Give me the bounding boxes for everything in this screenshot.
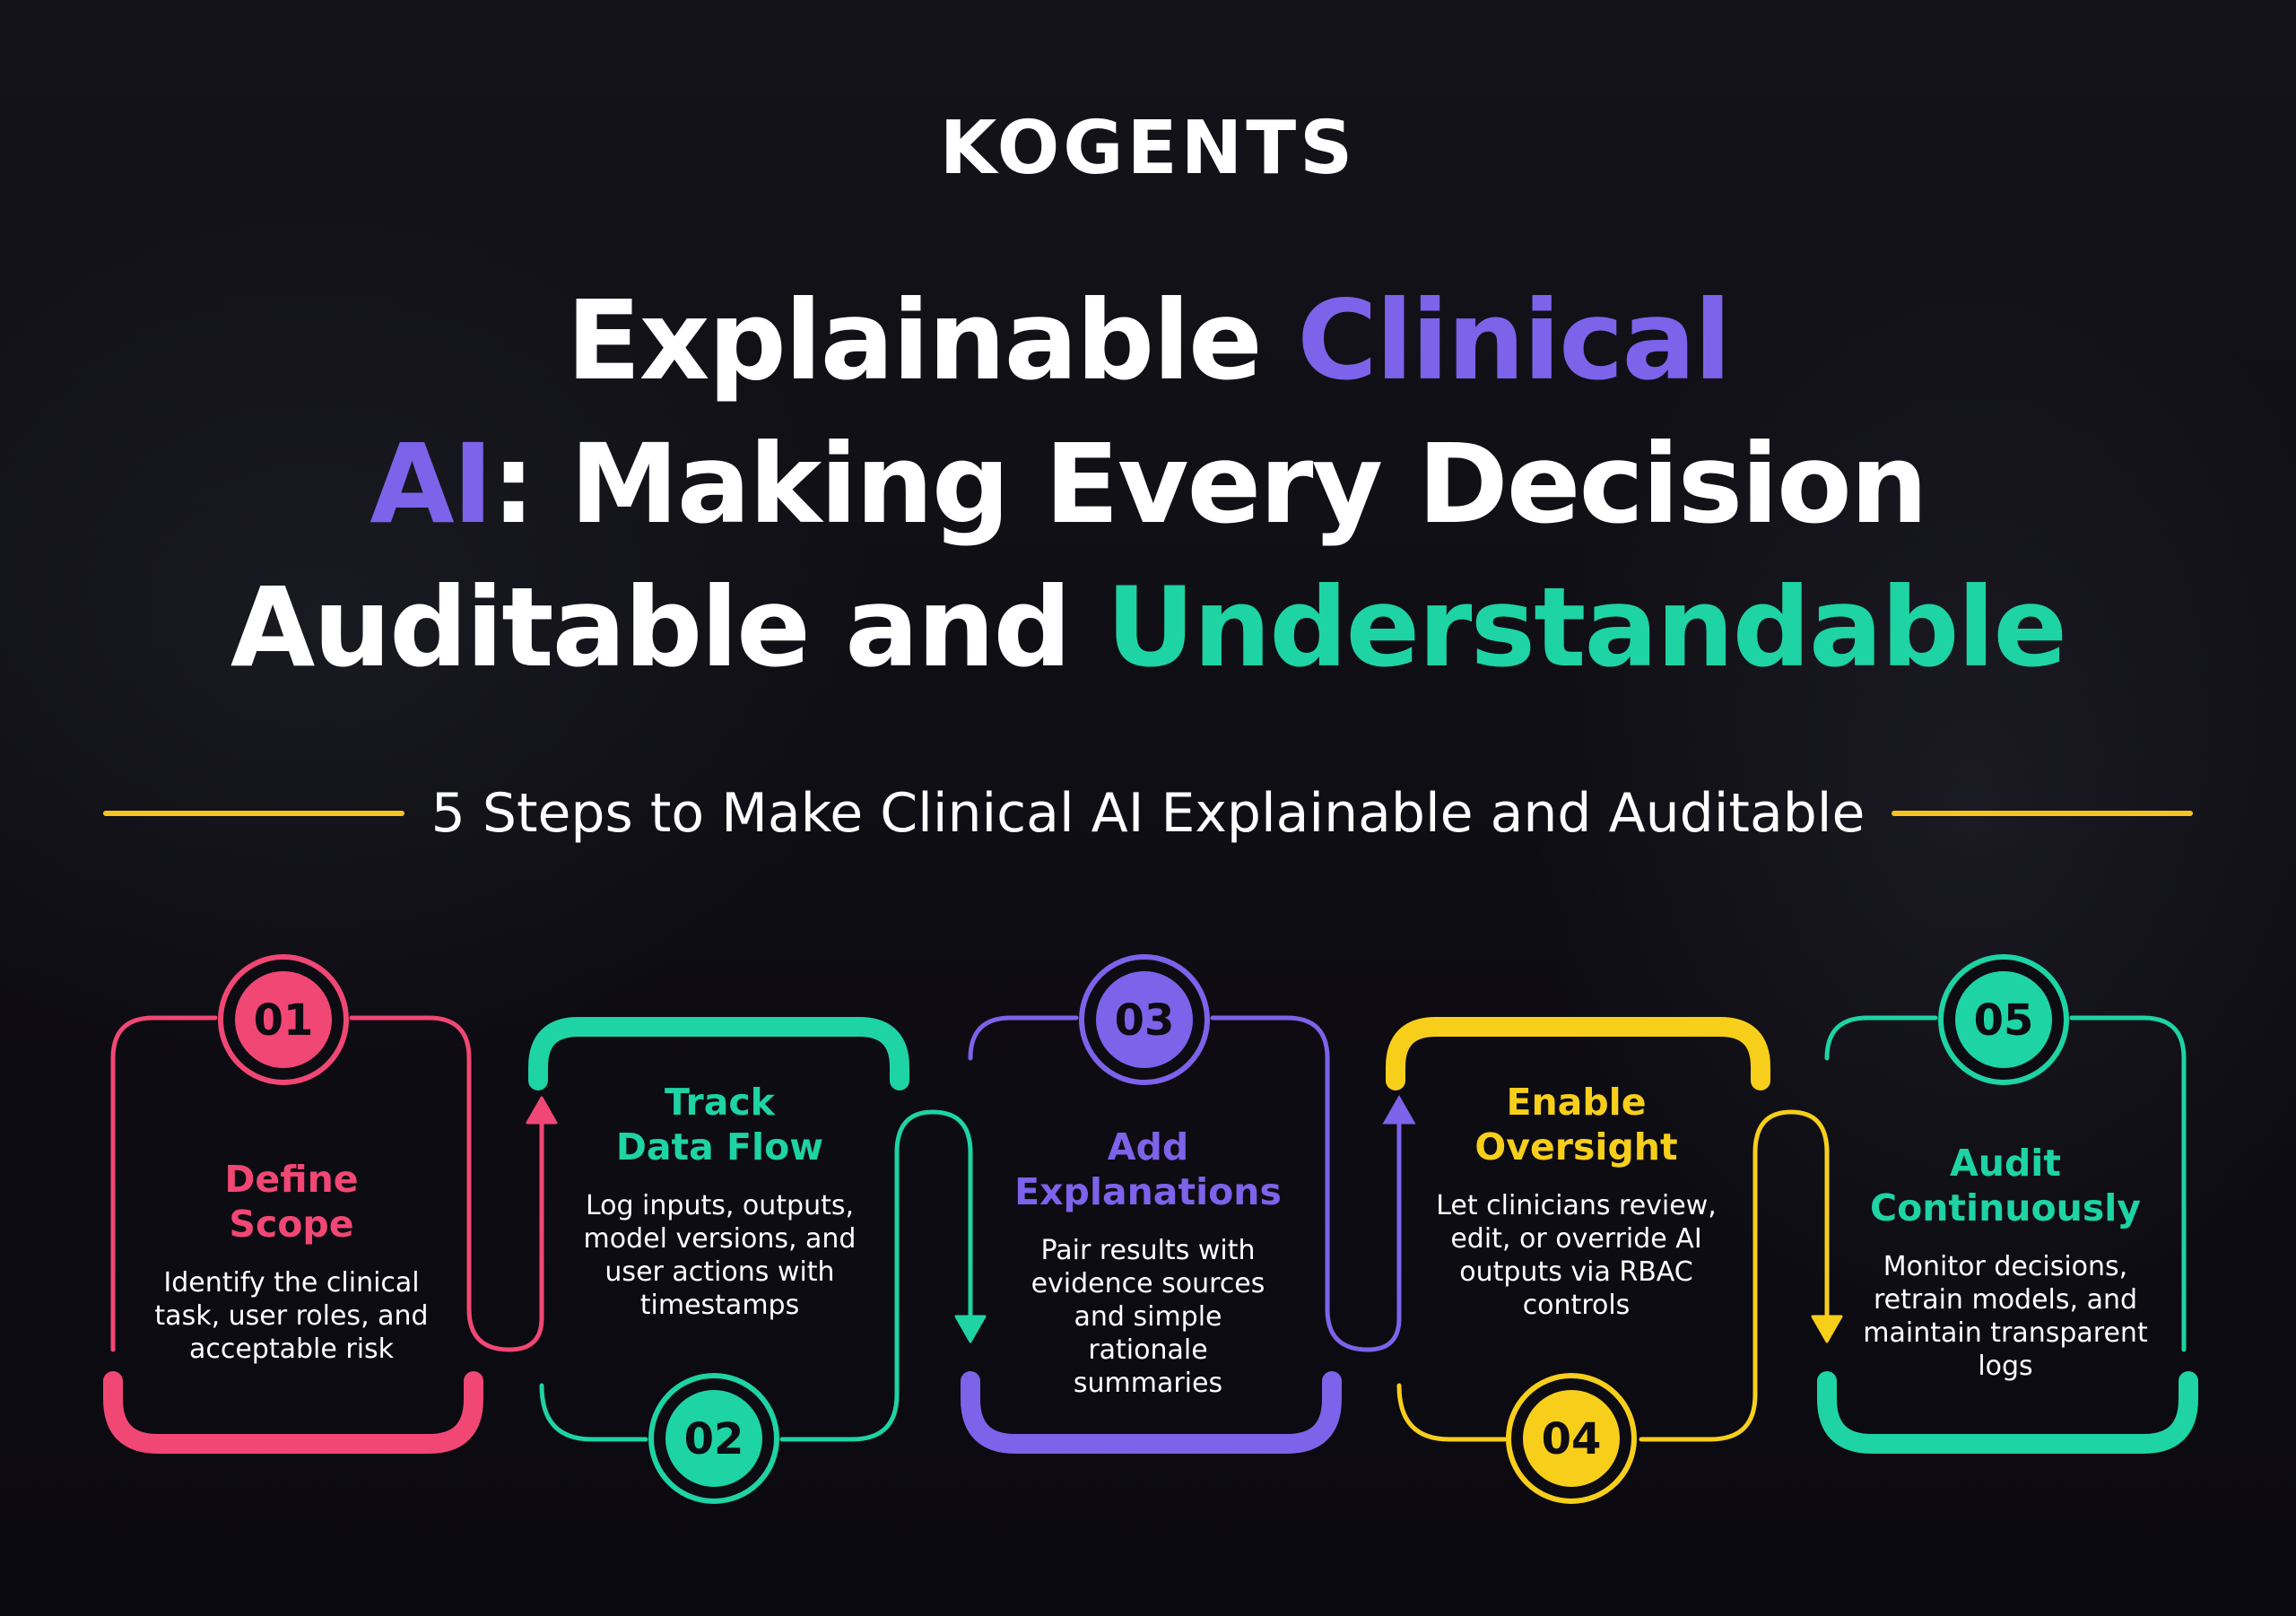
step-3-title-line-2: Explanations [1014,1170,1282,1213]
subtitle-rule-right [1892,811,2194,816]
step-5-badge-fill [1955,971,2052,1068]
step-3-outline [968,1015,1402,1352]
step-5-title-line-1: Audit [1950,1142,2061,1185]
title-line-2-purple: AI [370,421,493,548]
step-1-text: Define Scope Identify the clinical task,… [131,1157,452,1366]
step-5-title: Audit Continuously [1848,1141,2163,1230]
step-4-top-bar [1386,1017,1770,1090]
step-4-number: 04 [1542,1414,1602,1464]
logo: KOGENTS [0,106,2296,191]
step-2-title-line-1: Track [665,1081,775,1124]
step-4-title-line-2: Oversight [1474,1125,1678,1169]
step-3-badge-fill [1096,971,1193,1068]
step-1-badge-fill [235,971,332,1068]
step-2-card [528,1017,987,1504]
step-2-number: 02 [684,1414,744,1464]
step-1-card [103,954,558,1454]
step-4-text: Enable Oversight Let clinicians review, … [1422,1080,1731,1322]
step-3-bottom-bar [961,1371,1342,1454]
step-2-text: Track Data Flow Log inputs, outputs, mod… [565,1080,874,1322]
step-5-card [1817,954,2198,1454]
title-line-2: AI: Making Every Decision [0,413,2296,556]
step-3-desc: Pair results with evidence sources and s… [1031,1235,1265,1399]
step-5-bottom-bar [1817,1371,2198,1454]
step-1-title-line-1: Define [224,1158,359,1201]
step-5-text: Audit Continuously Monitor decisions, re… [1848,1141,2163,1383]
step-3-arrow-up [1382,1094,1416,1125]
step-1-bottom-bar [103,1371,483,1454]
step-2-top-bar [528,1017,909,1090]
title-line-3-white: Auditable and [230,564,1107,691]
step-3-text: Add Explanations Pair results with evide… [991,1125,1305,1400]
step-2-outline [539,1109,973,1442]
title-line-1-white: Explainable [566,277,1298,404]
subtitle-rule-left [103,811,404,816]
step-2-badge-fill [665,1390,762,1487]
step-4-badge-fill [1523,1390,1620,1487]
step-4-card [1386,1017,1843,1504]
subtitle: 5 Steps to Make Clinical AI Explainable … [430,782,1866,845]
step-5-title-line-2: Continuously [1869,1186,2141,1229]
step-2-title-line-2: Data Flow [615,1125,824,1169]
step-2-desc: Log inputs, outputs, model versions, and… [583,1190,857,1321]
step-3-title: Add Explanations [991,1125,1305,1214]
title-line-1: Explainable Clinical [0,269,2296,413]
step-1-outline [110,1015,544,1352]
step-2-arrow-down [954,1315,987,1343]
step-5-outline [1824,1015,2187,1352]
step-5-desc: Monitor decisions, retrain models, and m… [1863,1251,2148,1382]
step-1-title-line-2: Scope [229,1203,354,1246]
step-4-outline [1396,1109,1830,1442]
step-3-title-line-1: Add [1107,1125,1189,1169]
subtitle-row: 5 Steps to Make Clinical AI Explainable … [103,782,2194,845]
title-line-2-white: : Making Every Decision [491,421,1928,548]
step-4-title: Enable Oversight [1422,1080,1731,1169]
step-1-arrow-up [526,1096,558,1125]
step-1-number: 01 [254,995,314,1046]
step-1-desc: Identify the clinical task, user roles, … [154,1267,429,1365]
step-4-title-line-1: Enable [1506,1081,1647,1124]
step-4-arrow-down [1811,1315,1843,1343]
logo-text: KOGENTS [939,106,1357,191]
step-2-title: Track Data Flow [565,1080,874,1169]
title-line-1-purple: Clinical [1297,277,1731,404]
title-line-3: Auditable and Understandable [0,556,2296,699]
step-1-title: Define Scope [131,1157,452,1247]
title-line-3-green: Understandable [1106,564,2067,691]
step-3-number: 03 [1115,995,1175,1046]
step-3-card [961,954,1402,1454]
page-title: Explainable Clinical AI: Making Every De… [0,269,2296,699]
step-5-number: 05 [1974,995,2034,1046]
step-4-desc: Let clinicians review, edit, or override… [1436,1190,1717,1321]
